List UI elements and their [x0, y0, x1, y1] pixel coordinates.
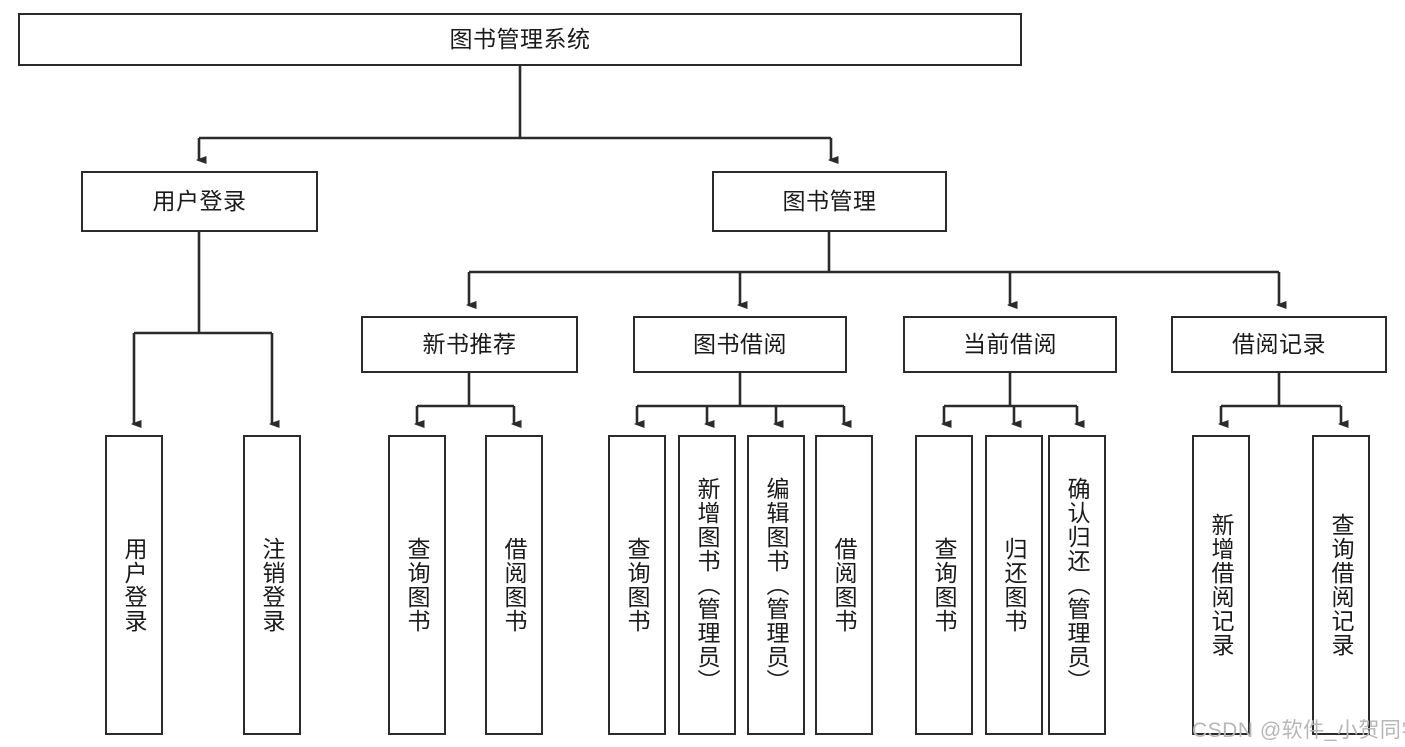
- node-borrow-record[interactable]: 借阅记录: [1171, 316, 1387, 373]
- node-leaf-record-query[interactable]: 查询借阅记录: [1312, 435, 1370, 735]
- node-leaf-current-confirm[interactable]: 确认归还（管理员）: [1048, 435, 1106, 735]
- node-leaf-current-return[interactable]: 归还图书: [985, 435, 1043, 735]
- node-leaf-record-add[interactable]: 新增借阅记录: [1192, 435, 1250, 735]
- node-leaf-current-confirm-label: 确认归还（管理员）: [1064, 477, 1091, 693]
- node-leaf-newbook-query-label: 查询图书: [404, 537, 431, 633]
- node-leaf-user-logout[interactable]: 注销登录: [243, 435, 301, 735]
- node-leaf-borrow-edit-label: 编辑图书（管理员）: [763, 477, 790, 693]
- node-root[interactable]: 图书管理系统: [18, 13, 1022, 66]
- node-leaf-user-logout-label: 注销登录: [259, 537, 286, 633]
- node-current-borrow[interactable]: 当前借阅: [903, 316, 1117, 373]
- node-borrow-record-label: 借阅记录: [1232, 330, 1326, 357]
- node-user-login[interactable]: 用户登录: [81, 171, 318, 232]
- node-leaf-newbook-borrow-label: 借阅图书: [501, 537, 528, 633]
- node-leaf-user-login[interactable]: 用户登录: [105, 435, 163, 735]
- node-book-borrow-label: 图书借阅: [693, 330, 787, 357]
- node-leaf-borrow-query[interactable]: 查询图书: [608, 435, 666, 735]
- node-leaf-borrow-query-label: 查询图书: [624, 537, 651, 633]
- node-leaf-current-return-label: 归还图书: [1001, 537, 1028, 633]
- node-leaf-user-login-label: 用户登录: [121, 537, 148, 633]
- node-leaf-borrow-add-label: 新增图书（管理员）: [694, 477, 721, 693]
- node-book-management[interactable]: 图书管理: [712, 171, 947, 232]
- node-leaf-borrow-borrow[interactable]: 借阅图书: [815, 435, 873, 735]
- node-leaf-borrow-borrow-label: 借阅图书: [831, 537, 858, 633]
- node-leaf-borrow-edit[interactable]: 编辑图书（管理员）: [747, 435, 805, 735]
- node-leaf-current-query-label: 查询图书: [931, 537, 958, 633]
- node-current-borrow-label: 当前借阅: [963, 330, 1057, 357]
- node-leaf-record-query-label: 查询借阅记录: [1328, 513, 1355, 657]
- node-new-book-recommend[interactable]: 新书推荐: [361, 316, 578, 373]
- node-new-book-recommend-label: 新书推荐: [422, 330, 517, 357]
- node-book-management-label: 图书管理: [782, 187, 877, 214]
- node-leaf-record-add-label: 新增借阅记录: [1208, 513, 1235, 657]
- node-leaf-current-query[interactable]: 查询图书: [915, 435, 973, 735]
- node-leaf-newbook-borrow[interactable]: 借阅图书: [485, 435, 543, 735]
- node-user-login-label: 用户登录: [152, 187, 247, 214]
- node-book-borrow[interactable]: 图书借阅: [633, 316, 847, 373]
- node-leaf-borrow-add[interactable]: 新增图书（管理员）: [678, 435, 736, 735]
- node-root-label: 图书管理系统: [449, 25, 591, 52]
- node-leaf-newbook-query[interactable]: 查询图书: [388, 435, 446, 735]
